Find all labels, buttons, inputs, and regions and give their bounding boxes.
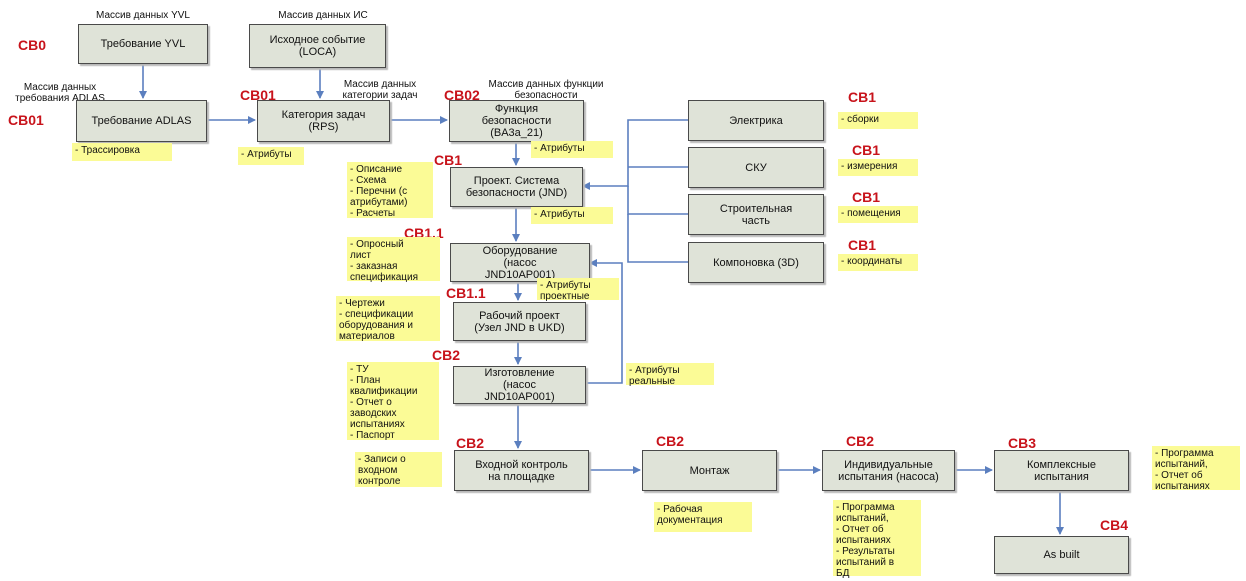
code-work-design: CB1.1 <box>446 285 486 301</box>
code-electrical: CB1 <box>848 89 877 105</box>
box-work-design[interactable]: Рабочий проект (Узел JND в UKD) <box>453 302 586 341</box>
code-individual-tests: CB2 <box>846 433 875 449</box>
caption-category-data: Массив данных категории задач <box>342 79 418 101</box>
arrow-layout-to-system <box>627 214 688 263</box>
code-complex-tests: CB3 <box>1008 435 1037 451</box>
code-i-and-c: CB1 <box>852 142 881 158</box>
note-incoming-records: - Записи о входном контроле <box>355 452 442 487</box>
box-as-built[interactable]: As built <box>994 536 1129 574</box>
caption-function-data: Массив данных функции безопасности <box>488 79 604 101</box>
box-safety-system-jnd[interactable]: Проект. Система безопасности (JND) <box>450 167 583 207</box>
box-installation[interactable]: Монтаж <box>642 450 777 491</box>
note-attributes-system: - Атрибуты <box>531 207 613 224</box>
box-electrical[interactable]: Электрика <box>688 100 824 141</box>
note-tu-passport: - ТУ - План квалификации - Отчет о завод… <box>347 362 439 441</box>
note-test-program: - Программа испытаний, - Отчет об испыта… <box>833 500 921 579</box>
arrow-construction-to-system <box>627 186 688 215</box>
code-safety-system: CB1 <box>434 152 463 168</box>
code-installation: CB2 <box>656 433 685 449</box>
box-incoming-control[interactable]: Входной контроль на площадке <box>454 450 589 491</box>
note-coordinates: - координаты <box>838 254 918 271</box>
caption-adlas-data: Массив данных требования ADLAS <box>15 82 105 104</box>
box-initial-event-loca[interactable]: Исходное событие (LOCA) <box>249 24 386 68</box>
box-layout-3d[interactable]: Компоновка (3D) <box>688 242 824 283</box>
code-safety-function: CB02 <box>444 87 480 103</box>
code-as-built: CB4 <box>1100 517 1129 533</box>
note-attributes-category: - Атрибуты <box>238 147 304 165</box>
box-task-category-rps[interactable]: Категория задач (RPS) <box>257 100 390 142</box>
note-drawings: - Чертежи - спецификации оборудования и … <box>336 296 440 342</box>
box-individual-tests[interactable]: Индивидуальные испытания (насоса) <box>822 450 955 491</box>
note-design-attributes: - Атрибуты проектные <box>537 278 619 302</box>
note-design-docs: - Описание - Схема - Перечни (с атрибута… <box>347 162 433 219</box>
code-equipment: CB1.1 <box>404 225 444 241</box>
note-attributes-function: - Атрибуты <box>531 141 613 158</box>
note-measurements: - измерения <box>838 159 918 176</box>
caption-yvl-data: Массив данных YVL <box>96 10 190 21</box>
box-i-and-c[interactable]: СКУ <box>688 147 824 188</box>
code-layout-3d: CB1 <box>848 237 877 253</box>
arrow-electrical-to-system <box>582 119 688 190</box>
arrow-manufacturing-feedback <box>586 259 623 384</box>
note-real-attributes: - Атрибуты реальные <box>626 363 714 387</box>
note-working-docs: - Рабочая документация <box>654 502 752 532</box>
box-requirement-adlas[interactable]: Требование ADLAS <box>76 100 207 142</box>
note-questionnaire: - Опросный лист - заказная спецификация <box>347 237 440 283</box>
code-adlas: CB01 <box>8 112 44 128</box>
code-task-category: CB01 <box>240 87 276 103</box>
box-safety-function[interactable]: Функция безопасности (BA3a_21) <box>449 100 584 142</box>
code-manufacturing: CB2 <box>432 347 461 363</box>
note-rooms: - помещения <box>838 206 918 223</box>
box-complex-tests[interactable]: Комплексные испытания <box>994 450 1129 491</box>
box-manufacturing[interactable]: Изготовление (насос JND10AP001) <box>453 366 586 404</box>
box-construction[interactable]: Строительная часть <box>688 194 824 235</box>
box-requirement-yvl[interactable]: Требование YVL <box>78 24 208 64</box>
code-construction: CB1 <box>852 189 881 205</box>
box-equipment-pump[interactable]: Оборудование (насос JND10AP001) <box>450 243 590 282</box>
code-yvl: CB0 <box>18 37 47 53</box>
note-tracing: - Трассировка <box>72 143 172 161</box>
note-assemblies: - сборки <box>838 112 918 129</box>
caption-is-data: Массив данных ИС <box>278 10 368 21</box>
code-incoming-control: CB2 <box>456 435 485 451</box>
note-complex-program: - Программа испытаний, - Отчет об испыта… <box>1152 446 1240 492</box>
